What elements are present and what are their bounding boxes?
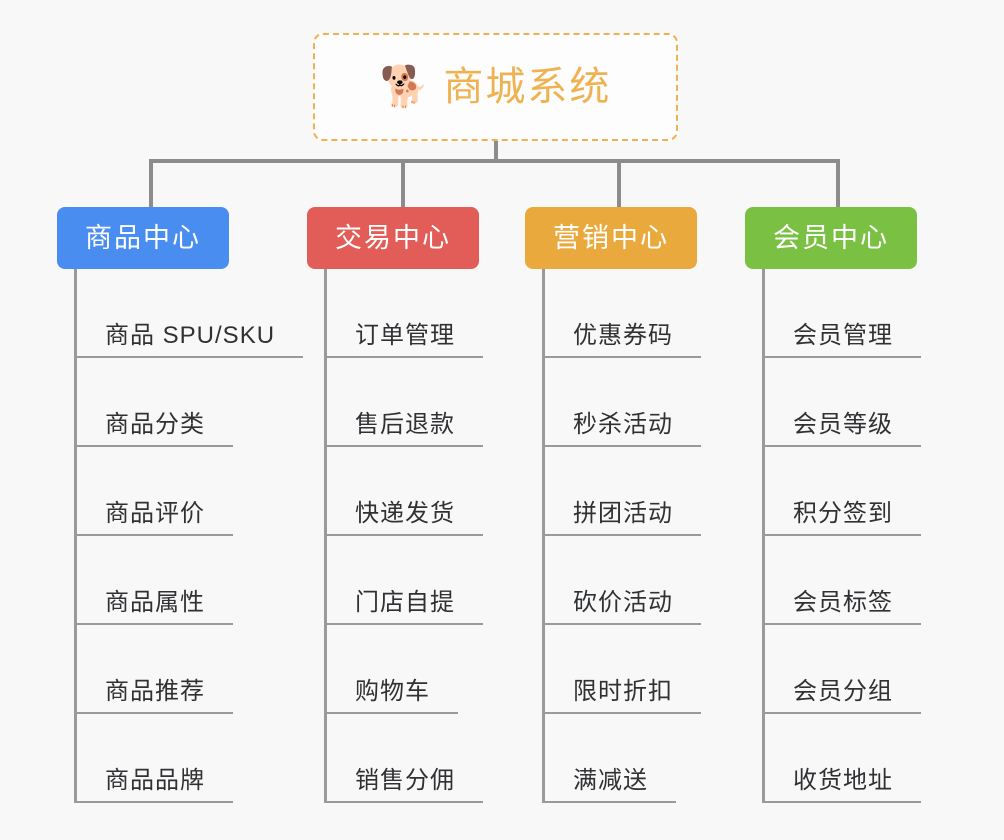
- leaf-item[interactable]: 门店自提: [324, 536, 483, 625]
- leaf-label: 砍价活动: [573, 589, 673, 617]
- leaf-label: 会员分组: [793, 678, 893, 706]
- leaf-underline: 售后退款: [327, 411, 483, 447]
- leaf-spine: [542, 269, 545, 803]
- leaf-label: 快递发货: [355, 500, 455, 528]
- leaf-list-marketing-center: 优惠券码 秒杀活动 拼团活动 砍价活动 限时折扣 满减送: [525, 269, 701, 803]
- leaf-item[interactable]: 积分签到: [762, 447, 921, 536]
- connector-drop-1: [149, 159, 153, 207]
- leaf-underline: 积分签到: [765, 500, 921, 536]
- connector-drop-3: [617, 159, 621, 207]
- leaf-underline: 商品 SPU/SKU: [77, 322, 304, 358]
- leaf-underline: 秒杀活动: [545, 411, 701, 447]
- leaf-item[interactable]: 会员标签: [762, 536, 921, 625]
- leaf-item[interactable]: 商品品牌: [74, 714, 303, 803]
- leaf-label: 商品属性: [105, 589, 205, 617]
- leaf-item[interactable]: 商品分类: [74, 358, 303, 447]
- leaf-underline: 购物车: [327, 678, 458, 714]
- leaf-underline: 会员分组: [765, 678, 921, 714]
- leaf-underline: 会员等级: [765, 411, 921, 447]
- leaf-item[interactable]: 订单管理: [324, 269, 483, 358]
- leaf-underline: 优惠券码: [545, 322, 701, 358]
- leaf-spine: [324, 269, 327, 803]
- leaf-item[interactable]: 会员管理: [762, 269, 921, 358]
- leaf-label: 积分签到: [793, 500, 893, 528]
- leaf-label: 优惠券码: [573, 322, 673, 350]
- leaf-underline: 会员标签: [765, 589, 921, 625]
- root-node[interactable]: 🐕 商城系统: [313, 33, 678, 141]
- branch-member-center: 会员中心 会员管理 会员等级 积分签到 会员标签 会员分组 收货地址: [745, 207, 921, 803]
- leaf-label: 门店自提: [355, 589, 455, 617]
- branch-trade-center: 交易中心 订单管理 售后退款 快递发货 门店自提 购物车 销售分佣: [307, 207, 483, 803]
- branch-header-member-center[interactable]: 会员中心: [745, 207, 917, 269]
- leaf-list-member-center: 会员管理 会员等级 积分签到 会员标签 会员分组 收货地址: [745, 269, 921, 803]
- branch-header-trade-center[interactable]: 交易中心: [307, 207, 479, 269]
- branch-header-marketing-center[interactable]: 营销中心: [525, 207, 697, 269]
- leaf-label: 商品 SPU/SKU: [105, 322, 276, 350]
- leaf-label: 售后退款: [355, 411, 455, 439]
- leaf-underline: 门店自提: [327, 589, 483, 625]
- leaf-underline: 商品分类: [77, 411, 233, 447]
- branch-marketing-center: 营销中心 优惠券码 秒杀活动 拼团活动 砍价活动 限时折扣 满减送: [525, 207, 701, 803]
- leaf-spine: [74, 269, 77, 803]
- leaf-item[interactable]: 满减送: [542, 714, 701, 803]
- leaf-item[interactable]: 商品属性: [74, 536, 303, 625]
- connector-drop-2: [401, 159, 405, 207]
- leaf-label: 会员等级: [793, 411, 893, 439]
- leaf-underline: 收货地址: [765, 767, 921, 803]
- leaf-item[interactable]: 商品推荐: [74, 625, 303, 714]
- leaf-label: 购物车: [355, 678, 430, 706]
- leaf-item[interactable]: 限时折扣: [542, 625, 701, 714]
- leaf-item[interactable]: 销售分佣: [324, 714, 483, 803]
- leaf-label: 商品品牌: [105, 767, 205, 795]
- leaf-label: 商品推荐: [105, 678, 205, 706]
- leaf-underline: 满减送: [545, 767, 676, 803]
- leaf-underline: 商品品牌: [77, 767, 233, 803]
- branch-product-center: 商品中心 商品 SPU/SKU 商品分类 商品评价 商品属性 商品推荐 商品品牌: [57, 207, 304, 803]
- leaf-list-product-center: 商品 SPU/SKU 商品分类 商品评价 商品属性 商品推荐 商品品牌: [57, 269, 304, 803]
- leaf-label: 商品分类: [105, 411, 205, 439]
- leaf-underline: 限时折扣: [545, 678, 701, 714]
- leaf-label: 销售分佣: [355, 767, 455, 795]
- leaf-label: 商品评价: [105, 500, 205, 528]
- leaf-underline: 商品推荐: [77, 678, 233, 714]
- connector-root-stem: [494, 141, 498, 163]
- leaf-item[interactable]: 秒杀活动: [542, 358, 701, 447]
- leaf-label: 满减送: [573, 767, 648, 795]
- leaf-item[interactable]: 商品评价: [74, 447, 303, 536]
- branch-header-product-center[interactable]: 商品中心: [57, 207, 229, 269]
- leaf-list-trade-center: 订单管理 售后退款 快递发货 门店自提 购物车 销售分佣: [307, 269, 483, 803]
- leaf-item[interactable]: 购物车: [324, 625, 483, 714]
- leaf-label: 收货地址: [793, 767, 893, 795]
- leaf-item[interactable]: 收货地址: [762, 714, 921, 803]
- root-title: 商城系统: [443, 65, 612, 109]
- leaf-item[interactable]: 砍价活动: [542, 536, 701, 625]
- leaf-item[interactable]: 快递发货: [324, 447, 483, 536]
- leaf-label: 会员管理: [793, 322, 893, 350]
- leaf-underline: 砍价活动: [545, 589, 701, 625]
- leaf-underline: 订单管理: [327, 322, 483, 358]
- connector-drop-4: [836, 159, 840, 207]
- leaf-item[interactable]: 拼团活动: [542, 447, 701, 536]
- leaf-underline: 拼团活动: [545, 500, 701, 536]
- leaf-label: 拼团活动: [573, 500, 673, 528]
- leaf-item[interactable]: 会员等级: [762, 358, 921, 447]
- leaf-item[interactable]: 优惠券码: [542, 269, 701, 358]
- leaf-underline: 商品属性: [77, 589, 233, 625]
- leaf-item[interactable]: 会员分组: [762, 625, 921, 714]
- leaf-item[interactable]: 售后退款: [324, 358, 483, 447]
- leaf-underline: 销售分佣: [327, 767, 483, 803]
- leaf-spine: [762, 269, 765, 803]
- leaf-label: 订单管理: [355, 322, 455, 350]
- leaf-underline: 商品评价: [77, 500, 233, 536]
- leaf-label: 秒杀活动: [573, 411, 673, 439]
- shiba-dog-icon: 🐕: [379, 65, 430, 109]
- leaf-label: 限时折扣: [573, 678, 673, 706]
- leaf-label: 会员标签: [793, 589, 893, 617]
- connector-horizontal-bus: [149, 159, 840, 163]
- leaf-item[interactable]: 商品 SPU/SKU: [74, 269, 304, 358]
- leaf-underline: 快递发货: [327, 500, 483, 536]
- leaf-underline: 会员管理: [765, 322, 921, 358]
